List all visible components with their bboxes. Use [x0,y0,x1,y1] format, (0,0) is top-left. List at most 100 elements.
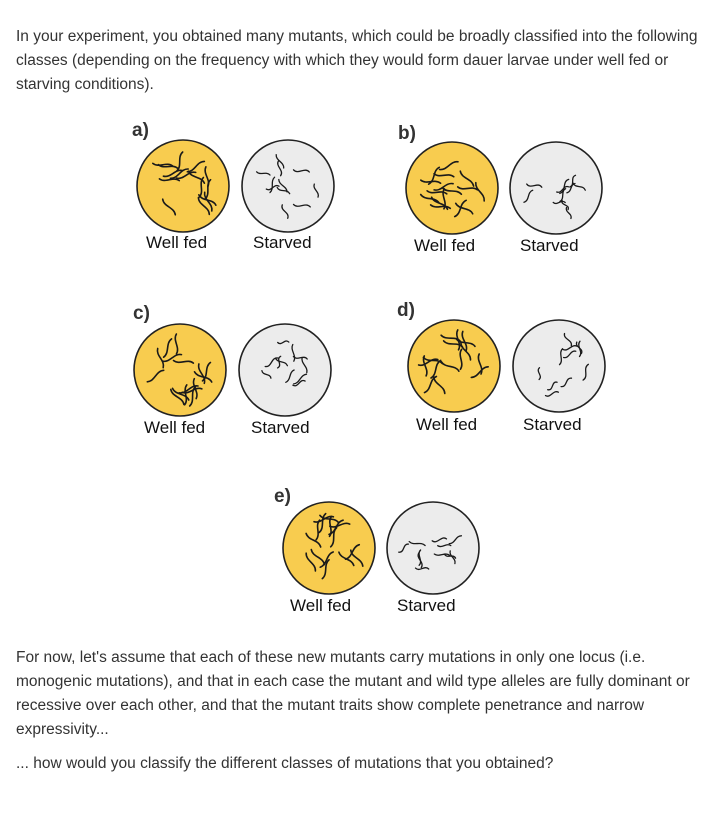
worm [558,348,564,366]
worm [398,543,410,553]
worm [301,357,308,374]
worm [417,358,439,367]
starved-label: Starved [251,418,310,437]
worm [456,186,479,191]
worm [204,166,210,188]
worm [292,379,306,387]
worm [183,384,188,406]
starved-label: Starved [520,236,579,255]
worm [292,169,310,173]
worm [315,519,321,541]
worm [161,198,177,216]
worm [477,353,483,375]
worm [454,202,474,215]
worm [459,170,475,187]
worm [313,183,319,198]
well-fed-label: Well fed [144,418,206,437]
worm [461,330,468,352]
worm [276,355,282,369]
worm [175,151,184,172]
starved-label: Starved [253,233,312,252]
worm [319,551,334,568]
dish-plate [407,319,501,413]
worm [169,168,189,180]
worm [162,338,173,358]
worm [277,159,283,177]
starved-dish [512,319,606,413]
question-text: ... how would you classify the different… [16,755,554,772]
worm [443,553,457,559]
worm [547,381,558,391]
worm [152,162,174,167]
dish-plate [241,139,335,233]
worm [459,348,463,371]
worm [264,357,279,368]
starved-dish [238,323,332,417]
worm [572,182,586,191]
worm [474,181,486,202]
worm [321,559,330,580]
worm [441,187,463,196]
intro-text: In your experiment, you obtained many mu… [16,28,698,93]
panel-letter: d) [397,300,415,321]
worm [277,340,290,345]
worm [178,385,199,394]
worm [537,367,541,381]
dish-plate [386,501,480,595]
panel-letter: c) [133,303,150,324]
well-fed-dish [133,323,227,417]
worm [426,190,448,195]
worm [197,196,211,216]
worm [305,532,322,548]
starved-dish [241,139,335,233]
worm [274,357,289,367]
well-fed-dish [405,141,499,235]
worm [418,549,422,566]
worm [193,371,213,383]
worm [291,343,296,362]
well-fed-label: Well fed [414,236,476,255]
starved-label: Starved [523,415,582,434]
dish-plate [136,139,230,233]
worm [158,178,181,182]
panel-letter: a) [132,120,149,141]
well-fed-dish [282,501,376,595]
dish-plate [133,323,227,417]
starved-dish [386,501,480,595]
worm [414,567,430,571]
worm [431,537,448,543]
worm [563,332,573,347]
worm [261,370,272,379]
well-fed-label: Well fed [146,233,208,252]
worm [430,359,442,379]
worm [255,171,271,176]
worm [338,551,355,567]
worm [560,377,573,388]
worm [440,334,461,342]
worm [146,369,165,383]
worm [438,160,459,171]
panel-letter: b) [398,123,416,144]
worm [278,178,288,193]
worm [181,387,203,394]
worm [565,206,572,220]
worm [174,333,179,355]
worm [319,514,340,524]
worm [556,185,570,193]
worm [433,173,455,178]
worm [422,356,444,365]
dish-plate [282,501,376,595]
worm [293,373,308,385]
worm [433,182,454,191]
worm [172,359,195,364]
worm [161,353,183,363]
worm [526,183,543,188]
worm [350,549,364,567]
worm [437,544,452,548]
worm [523,189,534,203]
worm [562,345,578,351]
starved-label: Starved [397,596,456,615]
dish-plate [509,141,603,235]
worm [559,188,567,203]
worm [561,199,569,211]
